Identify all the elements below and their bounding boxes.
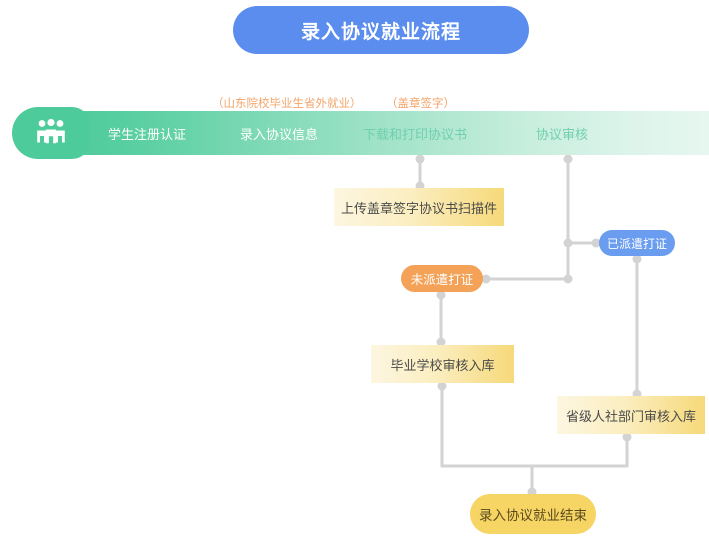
stage-step-download-print-agreement[interactable]: 下载和打印协议书 [363,127,468,142]
annotation-stamp-signature: （盖章签字） [386,98,455,110]
node-upload-scanned-agreement[interactable]: 上传盖章签字协议书扫描件 [334,188,504,226]
group-people-icon [12,107,90,159]
stage-step-student-registration[interactable]: 学生注册认证 [108,127,187,142]
annotation-offsite-employment: （山东院校毕业生省外就业） [212,98,362,110]
node-process-end[interactable]: 录入协议就业结束 [470,494,596,534]
node-province-review[interactable]: 省级人社部门审核入库 [557,396,705,434]
node-dispatched[interactable]: 已派遣打证 [599,230,675,256]
node-school-review[interactable]: 毕业学校审核入库 [371,345,514,383]
stage-step-agreement-review[interactable]: 协议审核 [536,127,589,142]
stage-step-enter-agreement-info[interactable]: 录入协议信息 [240,127,319,142]
stage-bar [70,111,709,155]
page-title: 录入协议就业流程 [233,6,529,54]
node-not-dispatched[interactable]: 未派遣打证 [401,265,483,292]
